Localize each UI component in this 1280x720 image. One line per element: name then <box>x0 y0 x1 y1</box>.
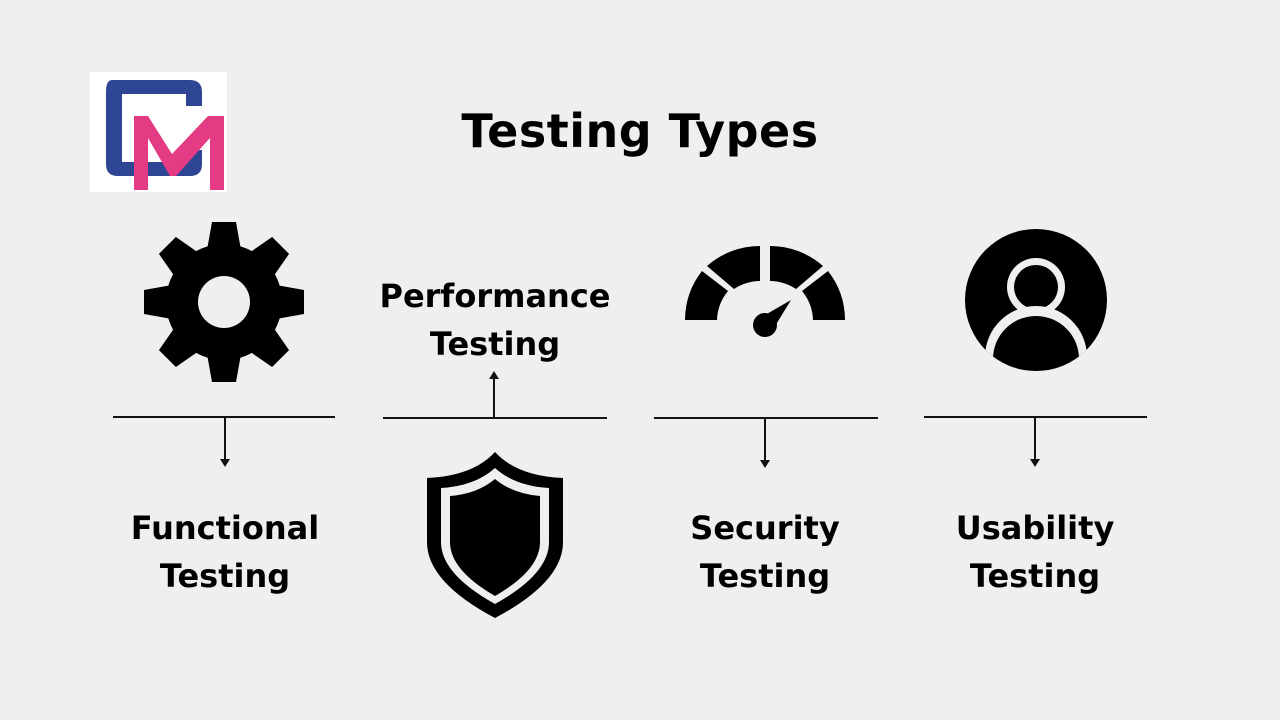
gear-icon <box>143 222 305 382</box>
user-circle-icon <box>965 229 1107 371</box>
shield-icon <box>427 452 563 618</box>
divider-performance <box>383 417 607 419</box>
label-performance-testing: Performance Testing <box>379 277 611 363</box>
arrow-down-icon <box>1028 417 1042 469</box>
label-security-testing: Security Testing <box>690 509 840 595</box>
speedometer-icon <box>684 245 846 340</box>
page-title: Testing Types <box>461 104 819 158</box>
arrow-down-icon <box>758 418 772 470</box>
label-usability-testing: Usability Testing <box>955 509 1115 595</box>
company-logo <box>90 72 227 192</box>
arrow-up-icon <box>487 370 501 418</box>
cm-logo-icon <box>106 80 224 190</box>
arrow-down-icon <box>218 417 232 469</box>
label-functional-testing: Functional Testing <box>130 509 320 595</box>
